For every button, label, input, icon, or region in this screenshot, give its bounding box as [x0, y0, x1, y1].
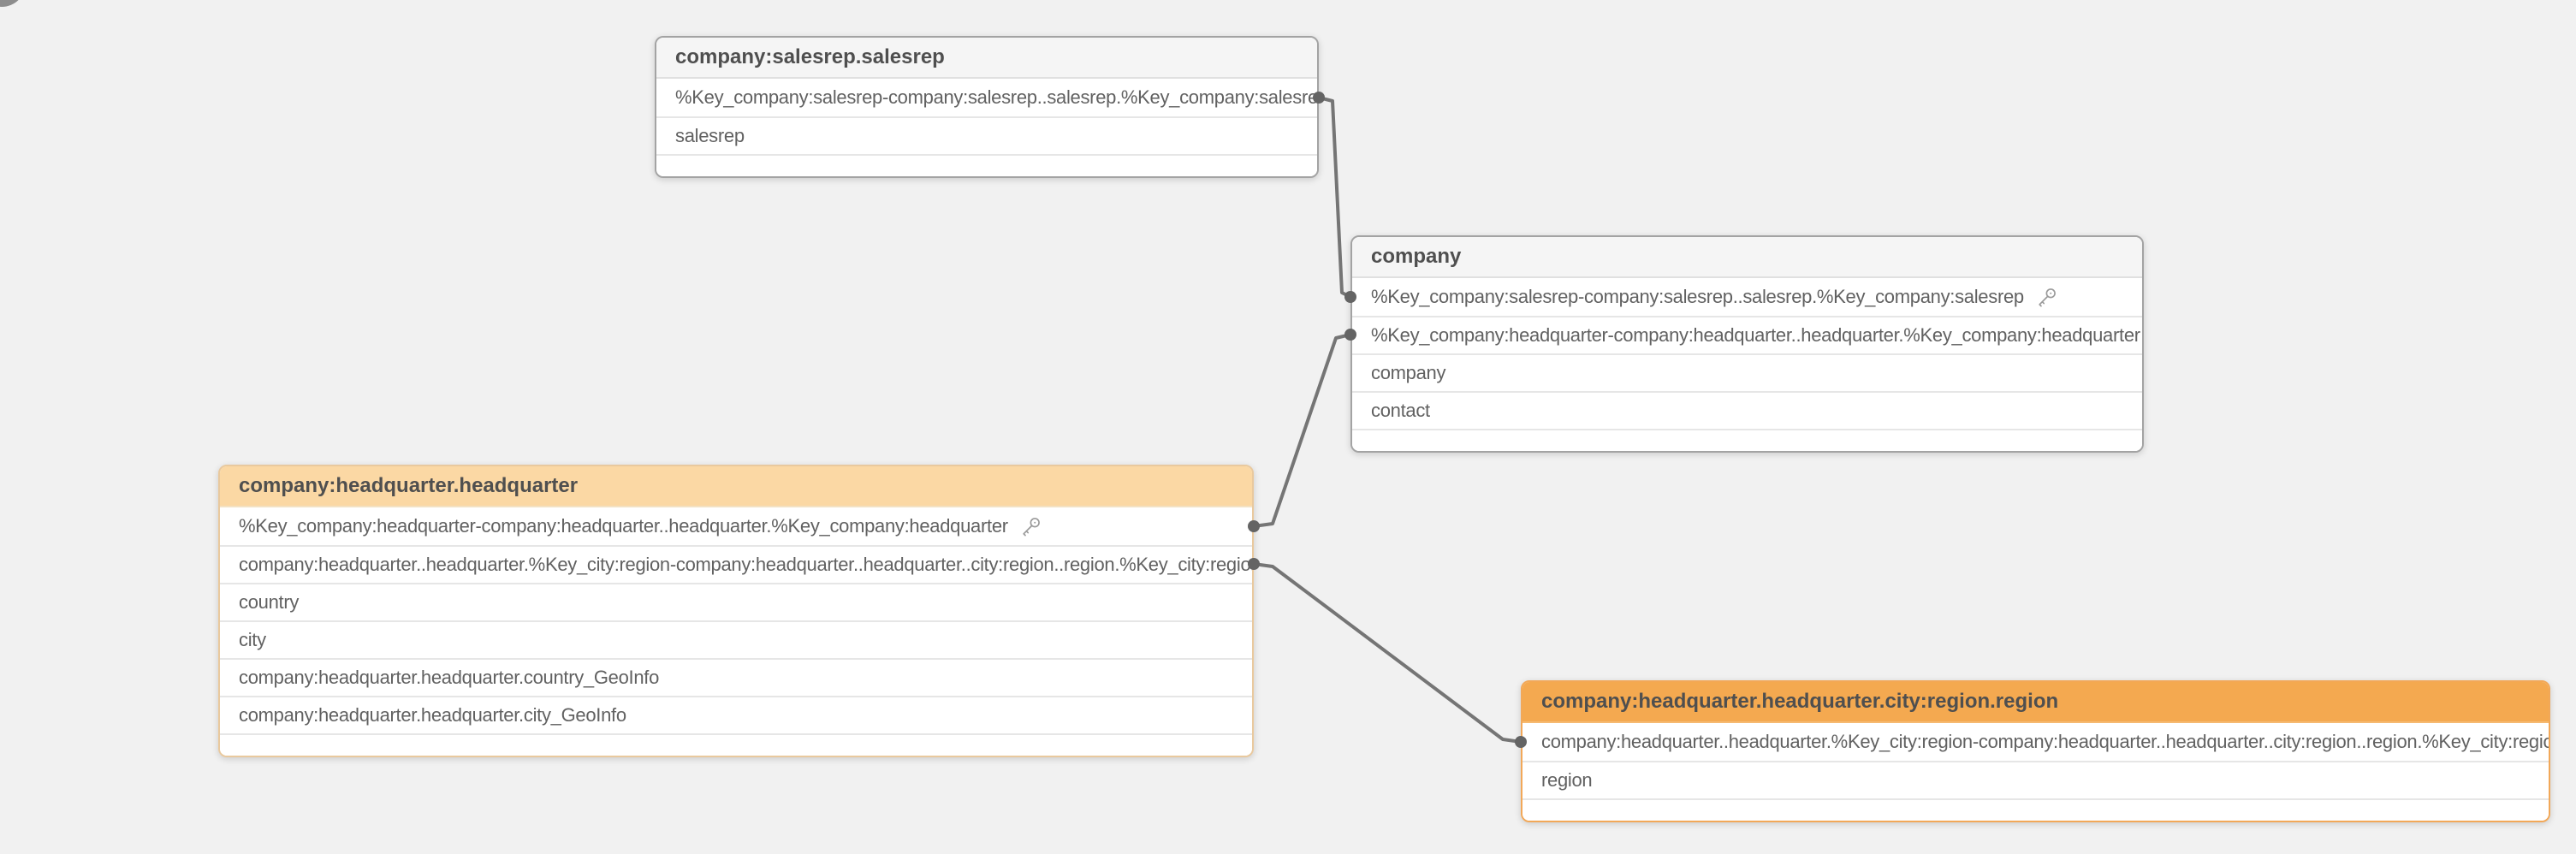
field-name: %Key_company:salesrep-company:salesrep..…: [675, 86, 1317, 108]
field-row[interactable]: salesrep: [656, 116, 1317, 154]
field-name: company:headquarter..headquarter.%Key_ci…: [1541, 731, 2549, 752]
field-name: company: [1371, 362, 1446, 383]
field-row[interactable]: region: [1522, 761, 2549, 798]
empty-row: [220, 733, 1252, 756]
field-name: company:headquarter.headquarter.country_…: [239, 667, 660, 688]
table-header[interactable]: company:headquarter.headquarter.city:reg…: [1522, 682, 2549, 723]
field-row[interactable]: company:headquarter.headquarter.city_Geo…: [220, 696, 1252, 733]
field-row[interactable]: city: [220, 620, 1252, 658]
field-row[interactable]: company:headquarter.headquarter.country_…: [220, 658, 1252, 696]
field-row[interactable]: %Key_company:salesrep-company:salesrep..…: [1352, 278, 2142, 316]
field-name: salesrep: [675, 125, 745, 146]
field-name: company:headquarter.headquarter.city_Geo…: [239, 704, 626, 726]
corner-partial-circle: [0, 0, 26, 7]
field-row[interactable]: contact: [1352, 391, 2142, 429]
field-name: %Key_company:headquarter-company:headqua…: [239, 515, 1008, 537]
field-row[interactable]: country: [220, 583, 1252, 620]
table-header[interactable]: company:headquarter.headquarter: [220, 466, 1252, 507]
empty-row: [1522, 798, 2549, 821]
field-row[interactable]: %Key_company:headquarter-company:headqua…: [220, 507, 1252, 545]
connector-line-headquarter-region: [1253, 562, 1522, 744]
table-title: company:headquarter.headquarter.city:reg…: [1541, 690, 2059, 713]
field-name: %Key_company:headquarter-company:headqua…: [1371, 324, 2140, 346]
connector-line-company-headquarter: [1253, 333, 1351, 528]
table-company[interactable]: company %Key_company:salesrep-company:sa…: [1350, 235, 2144, 453]
table-header[interactable]: company: [1352, 237, 2142, 278]
field-row[interactable]: company:headquarter..headquarter.%Key_ci…: [220, 545, 1252, 583]
field-name: %Key_company:salesrep-company:salesrep..…: [1371, 286, 2024, 307]
field-name: city: [239, 629, 266, 650]
field-name: region: [1541, 769, 1593, 791]
field-row[interactable]: %Key_company:salesrep-company:salesrep..…: [656, 79, 1317, 116]
field-row[interactable]: company: [1352, 353, 2142, 391]
table-headquarter[interactable]: company:headquarter.headquarter %Key_com…: [218, 465, 1254, 757]
table-title: company: [1371, 245, 1462, 268]
field-name: contact: [1371, 400, 1430, 421]
empty-row: [656, 154, 1317, 176]
table-header[interactable]: company:salesrep.salesrep: [656, 38, 1317, 79]
connector-line-salesrep-company: [1318, 96, 1351, 299]
key-icon: [2039, 288, 2056, 306]
table-region[interactable]: company:headquarter.headquarter.city:reg…: [1521, 680, 2550, 822]
table-title: company:headquarter.headquarter: [239, 474, 579, 497]
field-name: country: [239, 591, 300, 613]
field-row[interactable]: company:headquarter..headquarter.%Key_ci…: [1522, 723, 2549, 761]
table-salesrep[interactable]: company:salesrep.salesrep %Key_company:s…: [655, 36, 1319, 178]
field-name: company:headquarter..headquarter.%Key_ci…: [239, 554, 1252, 575]
table-title: company:salesrep.salesrep: [675, 45, 945, 68]
key-icon: [1023, 517, 1040, 536]
field-row[interactable]: %Key_company:headquarter-company:headqua…: [1352, 316, 2142, 353]
empty-row: [1352, 429, 2142, 451]
